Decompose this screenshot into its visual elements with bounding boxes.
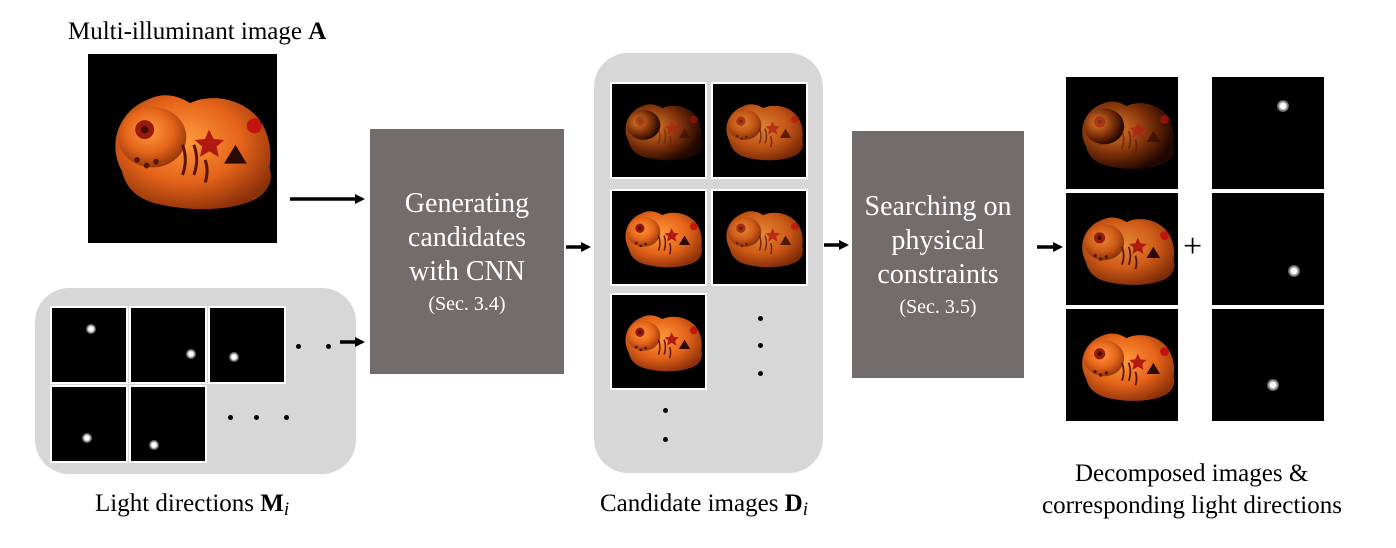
decomposed-image: [1066, 309, 1178, 421]
input-image-symbol: A: [308, 18, 327, 45]
generating-candidates-title: Generating candidates with CNN: [404, 187, 530, 287]
light-directions-subscript: i: [283, 499, 290, 520]
output-caption-line2: corresponding light directions: [1042, 492, 1342, 519]
plus-operator: +: [1183, 228, 1203, 265]
candidate-image: [711, 189, 808, 286]
light-directions-caption-text: Light directions: [95, 490, 261, 517]
light-direction-tile: [50, 306, 128, 384]
candidate-images-caption: Candidate images Di: [600, 490, 808, 521]
light-directions-caption: Light directions Mi: [95, 490, 289, 521]
searching-constraints-section: (Sec. 3.5): [899, 295, 977, 318]
generating-candidates-section: (Sec. 3.4): [428, 292, 506, 315]
corresponding-light-direction: [1212, 77, 1324, 189]
input-image-caption: Multi-illuminant image A: [68, 18, 326, 46]
candidate-images-caption-text: Candidate images: [600, 490, 785, 517]
generating-candidates-block: Generating candidates with CNN (Sec. 3.4…: [370, 129, 564, 374]
light-direction-tile: [129, 306, 207, 384]
decomposed-image: [1066, 193, 1178, 305]
candidate-image: [610, 189, 707, 286]
searching-constraints-title: Searching on physical constraints: [864, 190, 1012, 290]
lucky-cat-figurine-image: [88, 54, 277, 243]
corresponding-light-direction: [1212, 309, 1324, 421]
light-directions-symbol: M: [260, 490, 284, 517]
candidate-image: [610, 82, 707, 179]
output-caption-line1: Decomposed images &: [1075, 460, 1309, 487]
decomposed-image: [1066, 77, 1178, 189]
searching-constraints-block: Searching on physical constraints (Sec. …: [852, 131, 1024, 378]
light-direction-tile: [208, 306, 286, 384]
light-direction-tile: [50, 385, 128, 463]
candidate-image: [711, 82, 808, 179]
input-multi-illuminant-image: [88, 54, 277, 243]
candidate-image: [610, 293, 707, 390]
candidate-images-subscript: i: [802, 499, 809, 520]
light-direction-tile: [129, 385, 207, 463]
corresponding-light-direction: [1212, 193, 1324, 305]
input-image-caption-text: Multi-illuminant image: [68, 18, 309, 45]
candidate-images-symbol: D: [784, 490, 803, 517]
